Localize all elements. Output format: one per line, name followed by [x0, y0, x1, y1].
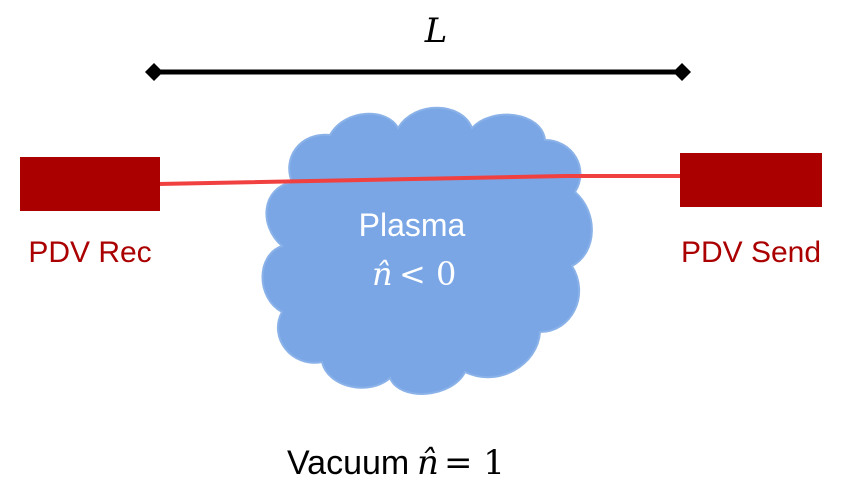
length-indicator: L: [145, 11, 691, 81]
pdv-sender-label: PDV Send: [681, 236, 821, 269]
plasma-index-symbol: n̂: [372, 255, 393, 293]
plasma-cloud-shape: [261, 106, 593, 395]
length-label: L: [424, 11, 448, 51]
length-bar-left-diamond: [145, 63, 163, 81]
vacuum-index-relation: = 1: [444, 443, 505, 480]
pdv-sender: PDV Send: [680, 153, 822, 269]
laser-beam: [157, 174, 684, 186]
plasma-index-relation: < 0: [399, 255, 456, 293]
vacuum-name: Vacuum: [287, 444, 409, 480]
pdv-sender-box: [680, 153, 822, 207]
length-bar-right-diamond: [673, 63, 691, 81]
vacuum-label: Vacuum n̂ = 1: [287, 443, 505, 480]
plasma-label: Plasma: [359, 207, 466, 243]
plasma-cloud: Plasma n̂ < 0: [261, 106, 593, 395]
pdv-receiver: PDV Rec: [20, 157, 160, 269]
plasma-index-expression: n̂ < 0: [372, 255, 456, 293]
pdv-receiver-label: PDV Rec: [28, 236, 151, 269]
vacuum-index-symbol: n̂: [417, 443, 439, 480]
pdv-receiver-box: [20, 157, 160, 211]
